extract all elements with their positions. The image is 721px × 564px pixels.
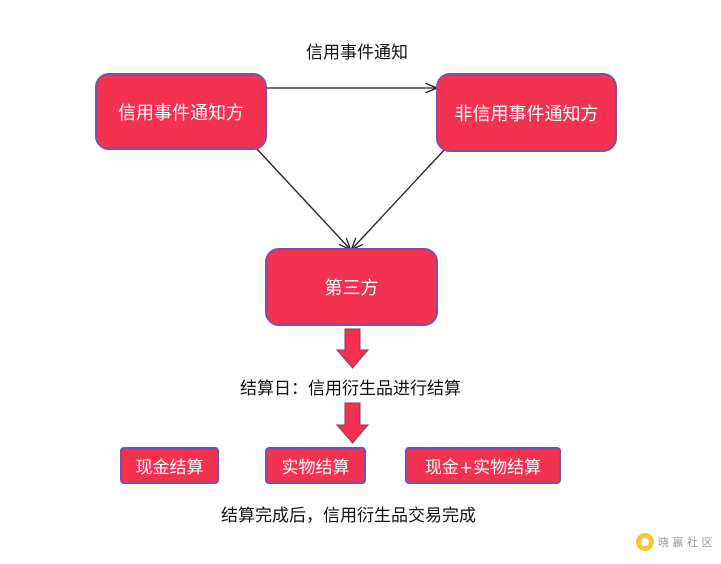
node-non-notifier: 非信用事件通知方 xyxy=(436,73,617,152)
block-arrow-down-1 xyxy=(335,328,370,369)
arrow-non-notifier-to-third-party xyxy=(352,147,447,249)
node-non-notifier-label: 非信用事件通知方 xyxy=(454,103,599,125)
node-third-party-label: 第三方 xyxy=(324,278,379,299)
option-cash-physical-settlement-label: 现金+实物结算 xyxy=(424,458,542,478)
watermark: 晓 嬴 社 区 xyxy=(636,533,713,551)
option-cash-settlement: 现金结算 xyxy=(120,447,219,484)
completion-label: 结算完成后，信用衍生品交易完成 xyxy=(221,506,476,526)
option-physical-settlement-label: 实物结算 xyxy=(281,458,350,478)
settlement-day-label: 结算日：信用衍生品进行结算 xyxy=(240,379,461,399)
node-third-party: 第三方 xyxy=(265,248,438,326)
option-cash-physical-settlement: 现金+实物结算 xyxy=(405,447,561,484)
option-physical-settlement: 实物结算 xyxy=(265,447,366,484)
arrow-notifier-to-third-party xyxy=(255,147,350,249)
node-credit-event-notifier: 信用事件通知方 xyxy=(95,73,267,150)
block-arrow-down-2 xyxy=(335,402,370,444)
watermark-logo-icon xyxy=(636,533,654,551)
watermark-text: 晓 嬴 社 区 xyxy=(658,536,713,549)
option-cash-settlement-label: 现金结算 xyxy=(135,458,204,478)
node-credit-event-notifier-label: 信用事件通知方 xyxy=(118,102,244,124)
notification-label: 信用事件通知 xyxy=(306,43,408,63)
